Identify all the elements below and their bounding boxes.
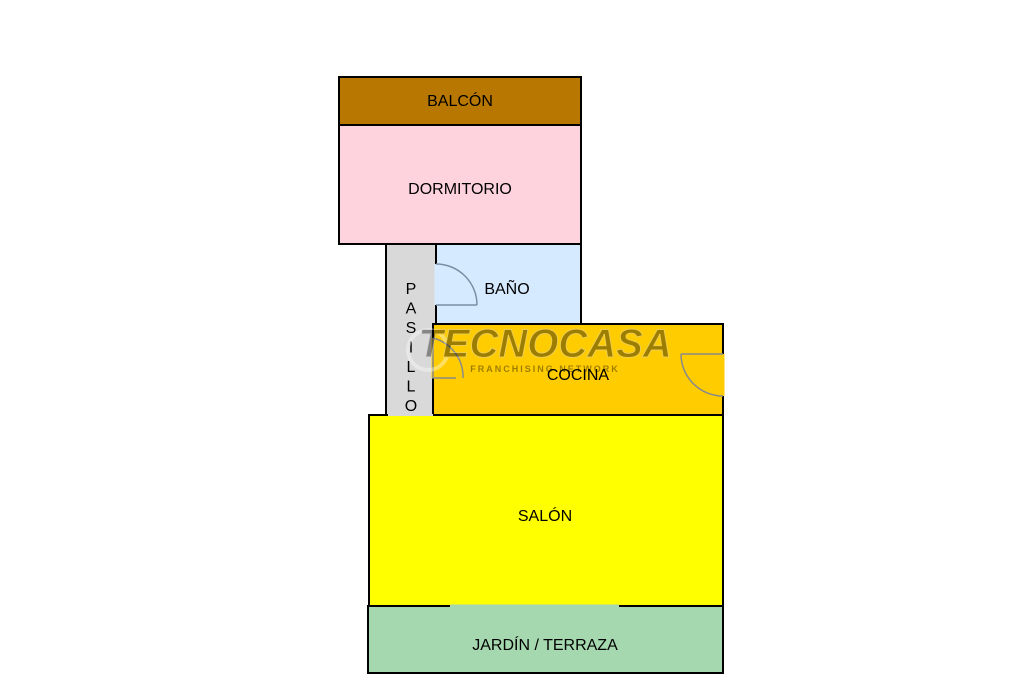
watermark-subtitle: FRANCHISING NETWORK	[470, 364, 620, 374]
pasillo-label-p: P	[406, 281, 417, 298]
room-salon: SALÓN	[368, 414, 724, 607]
pasillo-label-l1: L	[407, 359, 416, 376]
room-cocina: COCINA	[431, 323, 725, 416]
room-jardin-terraza: JARDÍN / TERRAZA	[367, 604, 724, 674]
watermark: TECNOCASA FRANCHISING NETWORK	[406, 322, 672, 374]
balcon-label: BALCÓN	[427, 91, 493, 110]
cocina-area	[432, 323, 724, 416]
bano-door-icon	[435, 263, 478, 306]
jardin-terraza-area	[367, 605, 724, 674]
cocina-label: COCINA	[547, 367, 610, 384]
cocina-door-left-icon	[432, 337, 464, 379]
bano-label: BAÑO	[484, 278, 529, 298]
pasillo-label-l2: L	[407, 379, 416, 396]
room-balcon: BALCÓN	[338, 76, 582, 127]
pasillo-label-o: O	[405, 398, 417, 415]
pasillo-label-s: S	[406, 320, 417, 337]
room-dormitorio: DORMITORIO	[338, 124, 582, 245]
dormitorio-area	[338, 124, 582, 245]
balcon-area	[338, 76, 582, 126]
watermark-logo-icon	[406, 328, 450, 372]
room-bano: BAÑO	[434, 243, 582, 325]
watermark-brand: TECNOCASA	[418, 322, 671, 366]
jardin-terraza-label: JARDÍN / TERRAZA	[472, 635, 618, 654]
salon-label: SALÓN	[518, 506, 572, 525]
dormitorio-label: DORMITORIO	[408, 181, 512, 198]
cocina-door-right-icon	[680, 353, 724, 397]
pasillo-label-i: I	[409, 340, 413, 357]
pasillo-label-a: A	[406, 301, 417, 318]
salon-area	[368, 414, 724, 607]
